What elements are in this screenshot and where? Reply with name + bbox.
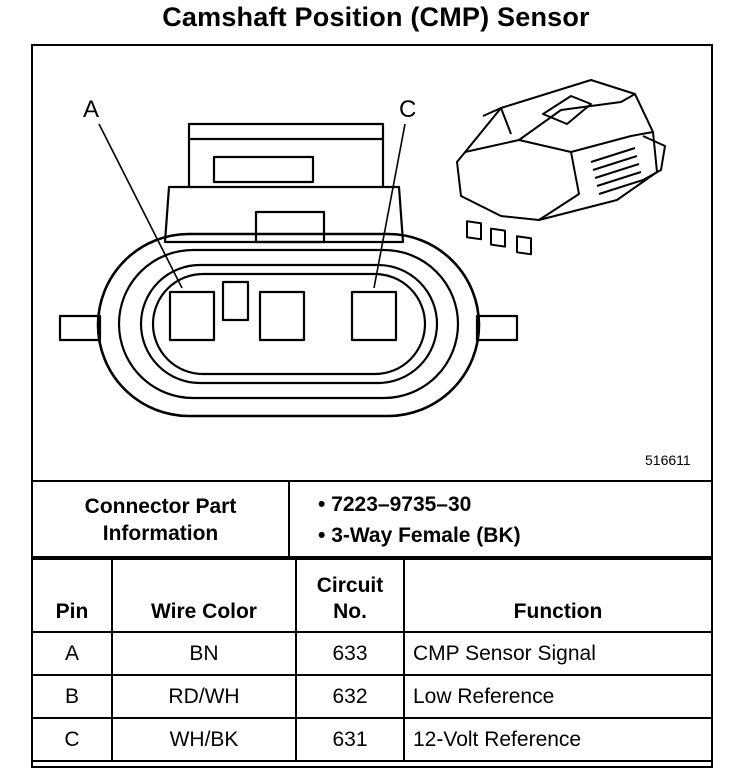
header-circuit: Circuit No. xyxy=(295,556,405,633)
iso-cavity-1 xyxy=(466,220,482,241)
callout-leader-c xyxy=(373,123,406,289)
latch-window xyxy=(212,155,315,184)
pin-cavity-c xyxy=(350,290,398,342)
diagram-frame xyxy=(31,44,713,768)
connector-seal-outer xyxy=(139,263,439,385)
connector-info-values: 7223–9735–30 3-Way Female (BK) xyxy=(288,480,713,560)
pin-cavity-a xyxy=(168,290,216,342)
circuit-cell: 631 xyxy=(295,717,405,762)
page-title: Camshaft Position (CMP) Sensor xyxy=(162,2,590,32)
callout-label-c: C xyxy=(399,96,416,123)
callout-leader-a xyxy=(98,123,183,289)
table-row: B RD/WH 632 Low Reference xyxy=(31,674,713,719)
connector-info-label: Connector Part Information xyxy=(31,480,290,560)
part-number: 7223–9735–30 xyxy=(318,489,710,520)
connector-type: 3-Way Female (BK) xyxy=(318,520,710,551)
function-cell: Low Reference xyxy=(403,674,713,719)
connector-info-table: Connector Part Information 7223–9735–30 … xyxy=(31,480,713,560)
pin-table-header: Pin Wire Color Circuit No. Function xyxy=(31,556,713,633)
pin-cell: C xyxy=(31,717,113,762)
pin-cavity-b xyxy=(258,290,306,342)
circuit-cell: 633 xyxy=(295,631,405,676)
connector-latch-housing xyxy=(163,122,405,244)
circuit-cell: 632 xyxy=(295,674,405,719)
polarization-key xyxy=(221,280,250,322)
header-pin: Pin xyxy=(31,556,113,633)
table-row: A BN 633 CMP Sensor Signal xyxy=(31,631,713,676)
iso-cavity-3 xyxy=(516,235,532,256)
wire-color-cell: BN xyxy=(111,631,297,676)
header-function: Function xyxy=(403,556,713,633)
connector-isometric-view xyxy=(456,79,666,256)
pin-table: Pin Wire Color Circuit No. Function A BN… xyxy=(31,556,713,762)
iso-cavity-2 xyxy=(490,227,506,248)
function-cell: 12-Volt Reference xyxy=(403,717,713,762)
left-ear xyxy=(58,314,102,342)
pin-cell: A xyxy=(31,631,113,676)
connector-figure: A C xyxy=(58,79,666,418)
callout-label-a: A xyxy=(83,96,99,123)
right-ear xyxy=(475,314,519,342)
table-row: C WH/BK 631 12-Volt Reference xyxy=(31,717,713,762)
wire-color-cell: RD/WH xyxy=(111,674,297,719)
figure-number: 516611 xyxy=(645,452,691,468)
latch-tab xyxy=(254,210,326,244)
function-cell: CMP Sensor Signal xyxy=(403,631,713,676)
connector-inner-shell xyxy=(117,248,460,400)
wire-color-cell: WH/BK xyxy=(111,717,297,762)
connector-outer-shell xyxy=(96,232,481,418)
connector-seal-inner xyxy=(151,272,427,376)
pin-cell: B xyxy=(31,674,113,719)
header-wire-color: Wire Color xyxy=(111,556,297,633)
